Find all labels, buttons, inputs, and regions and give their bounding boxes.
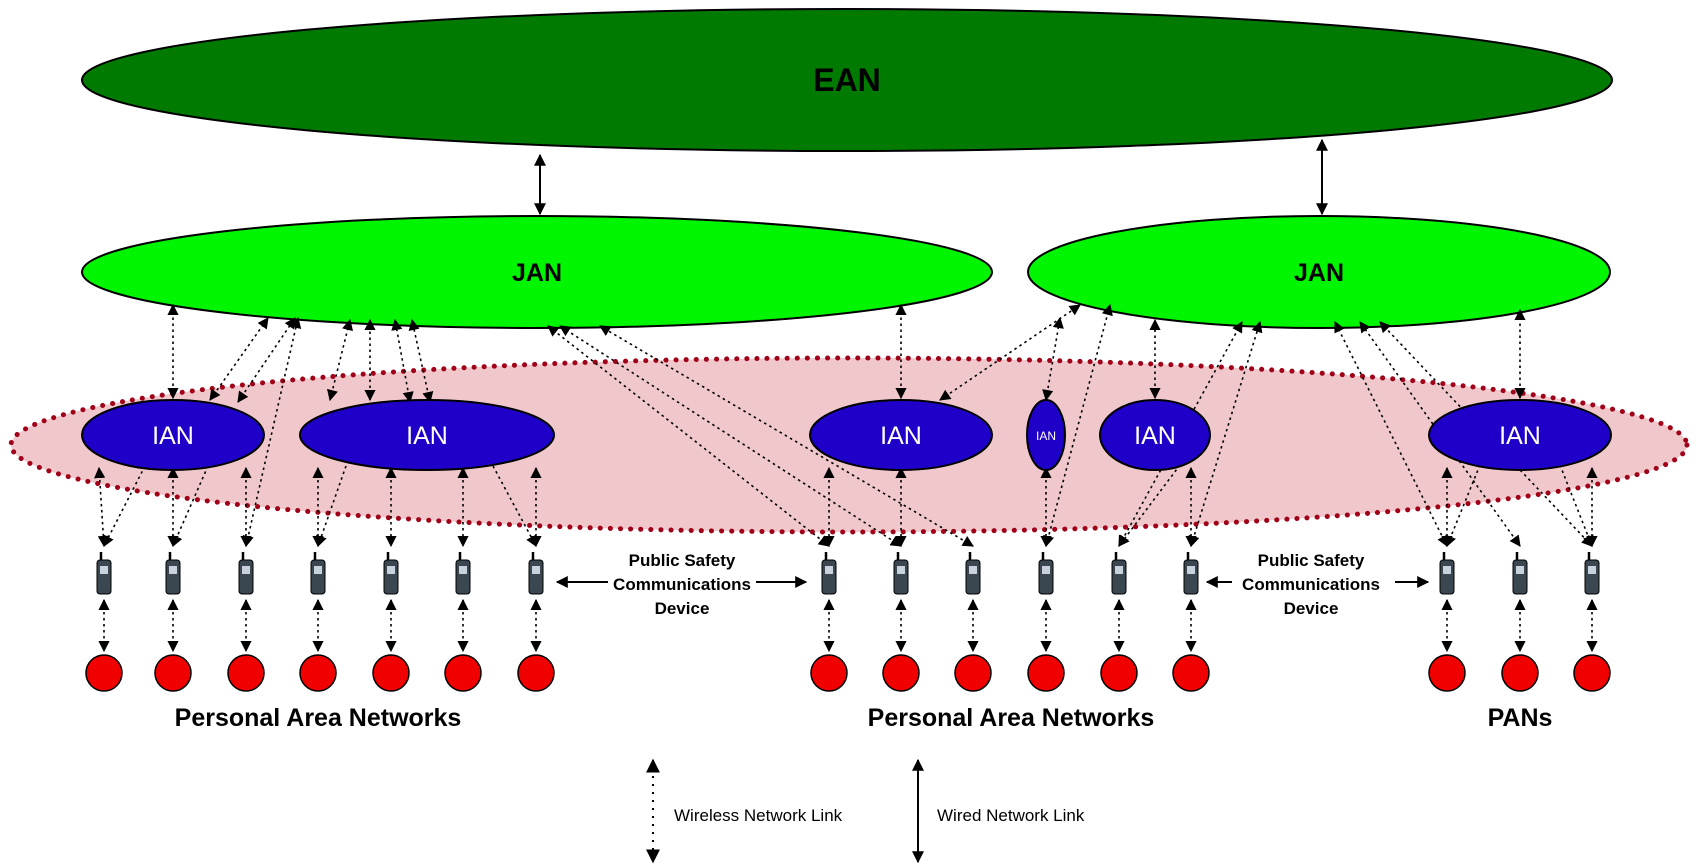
- ian-node: IAN: [1099, 399, 1211, 471]
- pan-node: [1100, 654, 1138, 692]
- device-label-right: Public Safety Communications Device: [1205, 551, 1430, 618]
- radio-device-icon: [1038, 552, 1054, 595]
- ian-node: IAN: [809, 399, 993, 471]
- pan-nodes: [85, 654, 1611, 692]
- ian-node: IAN: [1428, 399, 1612, 471]
- ian-label: IAN: [1499, 422, 1541, 450]
- pan-node: [1172, 654, 1210, 692]
- ian-label: IAN: [152, 422, 194, 450]
- pan-caption: Personal Area Networks: [868, 704, 1155, 732]
- device-label-line: Communications: [613, 575, 751, 594]
- radio-device-icon: [893, 552, 909, 595]
- radio-device-icon: [165, 552, 181, 595]
- pan-node: [882, 654, 920, 692]
- jan-node-left: JAN: [81, 215, 993, 329]
- wireless-link: [408, 318, 434, 404]
- radio-device-icon: [383, 552, 399, 595]
- pan-node: [1027, 654, 1065, 692]
- pan-node: [227, 654, 265, 692]
- radio-device-icon: [238, 552, 254, 595]
- jan-label: JAN: [512, 259, 562, 287]
- pan-node: [1428, 654, 1466, 692]
- pan-node: [299, 654, 337, 692]
- pan-caption: PANs: [1488, 704, 1553, 732]
- radio-device-icon: [965, 552, 981, 595]
- radio-device-icon: [1111, 552, 1127, 595]
- wireless-link: [391, 318, 414, 404]
- pan-caption: Personal Area Networks: [175, 704, 462, 732]
- wireless-link: [171, 465, 209, 548]
- wireless-link: [599, 325, 974, 547]
- radio-device-icon: [455, 552, 471, 595]
- wired-links: [534, 138, 1328, 216]
- pan-node: [85, 654, 123, 692]
- pan-node: [154, 654, 192, 692]
- device-label-line: Communications: [1242, 575, 1380, 594]
- wireless-link: [316, 465, 347, 548]
- device-label-left: Public Safety Communications Device: [555, 551, 808, 618]
- pan-node: [954, 654, 992, 692]
- radio-device-icon: [821, 552, 837, 595]
- pan-node: [372, 654, 410, 692]
- radio-device-icon: [1183, 552, 1199, 595]
- radio-device-icon: [528, 552, 544, 595]
- wireless-link: [939, 304, 1081, 401]
- wireless-link: [327, 318, 353, 402]
- ian-label: IAN: [1036, 429, 1056, 443]
- radio-device-icon: [1584, 552, 1600, 595]
- public-safety-devices: [96, 552, 1600, 595]
- ian-node-small: IAN: [1026, 399, 1066, 471]
- pan-node: [517, 654, 555, 692]
- device-label-line: Public Safety: [629, 551, 736, 570]
- wireless-links: [94, 303, 1598, 653]
- pan-node: [810, 654, 848, 692]
- jan-label: JAN: [1294, 259, 1344, 287]
- ian-label: IAN: [406, 422, 448, 450]
- ean-label: EAN: [813, 62, 881, 98]
- radio-device-icon: [310, 552, 326, 595]
- ian-node: IAN: [81, 399, 265, 471]
- ean-node: EAN: [81, 8, 1613, 152]
- wireless-link: [94, 466, 109, 548]
- legend: Wireless Network Link Wired Network Link: [646, 758, 1085, 864]
- ian-label: IAN: [880, 422, 922, 450]
- ian-label: IAN: [1134, 422, 1176, 450]
- legend-wireless-label: Wireless Network Link: [674, 806, 843, 825]
- radio-device-icon: [96, 552, 112, 595]
- ian-node: IAN: [299, 399, 555, 471]
- jan-node-right: JAN: [1027, 215, 1611, 329]
- device-label-line: Public Safety: [1258, 551, 1365, 570]
- pan-node: [1573, 654, 1611, 692]
- radio-device-icon: [1439, 552, 1455, 595]
- pan-node: [444, 654, 482, 692]
- device-label-line: Device: [1284, 599, 1339, 618]
- pan-node: [1501, 654, 1539, 692]
- device-label-line: Device: [655, 599, 710, 618]
- legend-wired-label: Wired Network Link: [937, 806, 1085, 825]
- radio-device-icon: [1512, 552, 1528, 595]
